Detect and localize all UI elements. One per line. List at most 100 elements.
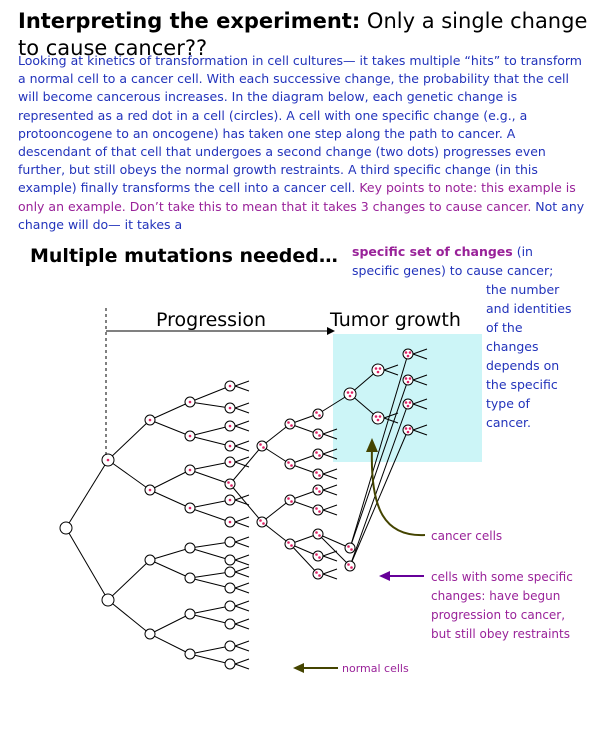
cell (144, 554, 156, 566)
mutation-dot (318, 490, 321, 493)
cell (312, 504, 324, 516)
cell (312, 468, 324, 480)
mutation-dot (287, 541, 290, 544)
mutation-dot (318, 434, 321, 437)
mutation-dot (406, 430, 410, 434)
subheading-rest: mutations needed… (124, 245, 338, 267)
cell (224, 536, 236, 548)
cell (402, 374, 414, 386)
page-heading: Interpreting the experiment: Only a sing… (18, 8, 588, 62)
mutation-dot (318, 556, 321, 559)
mutation-dot (378, 367, 382, 370)
mutation-dot (227, 481, 230, 484)
cell (284, 458, 296, 470)
cell (224, 402, 236, 414)
mutation-dot (408, 377, 412, 380)
mutation-dot (404, 401, 408, 404)
cell (101, 453, 115, 467)
mutation-dot (406, 380, 410, 384)
mutation-dot (315, 553, 318, 556)
mutation-dot (228, 444, 232, 448)
cell (312, 550, 324, 562)
mutation-dot (290, 424, 293, 427)
progression-label: Progression (156, 309, 266, 331)
cell (402, 424, 414, 436)
mutation-dot (106, 458, 110, 462)
changed-cells-arrow (379, 571, 424, 581)
mutation-dot (376, 418, 380, 422)
mutation-dot (148, 418, 152, 422)
mutation-dot (408, 401, 412, 404)
cell (371, 411, 385, 425)
mutation-dot (318, 414, 321, 417)
cell (184, 464, 196, 476)
mutation-dot (315, 471, 318, 474)
mutation-dot (350, 548, 353, 551)
cancer-cells-arrow (366, 438, 426, 537)
tumor-growth-label: Tumor growth (329, 309, 461, 331)
mutation-dot (287, 461, 290, 464)
mutation-dot (378, 415, 382, 418)
mutation-dot (347, 563, 350, 566)
body-intro: Looking at kinetics of transformation in… (18, 53, 582, 196)
progression-arrow (105, 308, 335, 455)
mutation-dot (315, 531, 318, 534)
cell (184, 396, 196, 408)
lineage-branches (65, 348, 428, 670)
mutation-dot (188, 400, 192, 404)
cell (402, 398, 414, 410)
mutation-dot (318, 454, 321, 457)
mutation-dot (318, 474, 321, 477)
mutation-dot (148, 488, 152, 492)
cell (312, 448, 324, 460)
heading-bold: Interpreting the experiment: (18, 9, 361, 33)
mutation-dot (228, 520, 232, 524)
cell (224, 440, 236, 452)
mutation-dot (262, 446, 265, 449)
cell (312, 484, 324, 496)
normal-cells-arrow (293, 663, 338, 673)
mutation-dot (290, 464, 293, 467)
cell (144, 628, 156, 640)
lineage-cells (59, 348, 414, 670)
cell (344, 560, 356, 572)
cell (224, 456, 236, 468)
cell (101, 593, 115, 607)
mutation-dot (228, 406, 232, 410)
mutation-dot (406, 404, 410, 408)
cell (224, 516, 236, 528)
cell (184, 542, 196, 554)
mutation-dot (404, 351, 408, 354)
mutation-dot (374, 415, 378, 418)
cell (59, 521, 73, 535)
cell (184, 648, 196, 660)
cancer-cells-label: cancer cells (431, 529, 502, 543)
mutation-dot (228, 498, 232, 502)
cell (402, 348, 414, 360)
cell (144, 484, 156, 496)
mutation-dot (188, 434, 192, 438)
mutation-dot (350, 566, 353, 569)
mutation-dot (315, 411, 318, 414)
cell (224, 618, 236, 630)
cell (284, 418, 296, 430)
mutation-dot (318, 534, 321, 537)
subheading-bold: Multiple (30, 245, 118, 267)
mutation-dot (259, 519, 262, 522)
mutation-dot (287, 497, 290, 500)
specific-changes-emphasis: specific set of changes (352, 244, 513, 259)
mutation-dot (188, 468, 192, 472)
cell (184, 502, 196, 514)
cell (224, 566, 236, 578)
mutation-dot (404, 377, 408, 380)
mutation-dot (374, 367, 378, 370)
mutation-dot (350, 391, 354, 394)
key-points: Key points to note: this example is only… (18, 180, 576, 214)
cell (371, 363, 385, 377)
cell (343, 387, 357, 401)
cell (312, 408, 324, 420)
side-continuation-c: the number and identities of the changes… (486, 282, 572, 430)
body-paragraph: Looking at kinetics of transformation in… (18, 52, 590, 234)
diagram-subheading: Multiple mutations needed… (30, 244, 338, 268)
